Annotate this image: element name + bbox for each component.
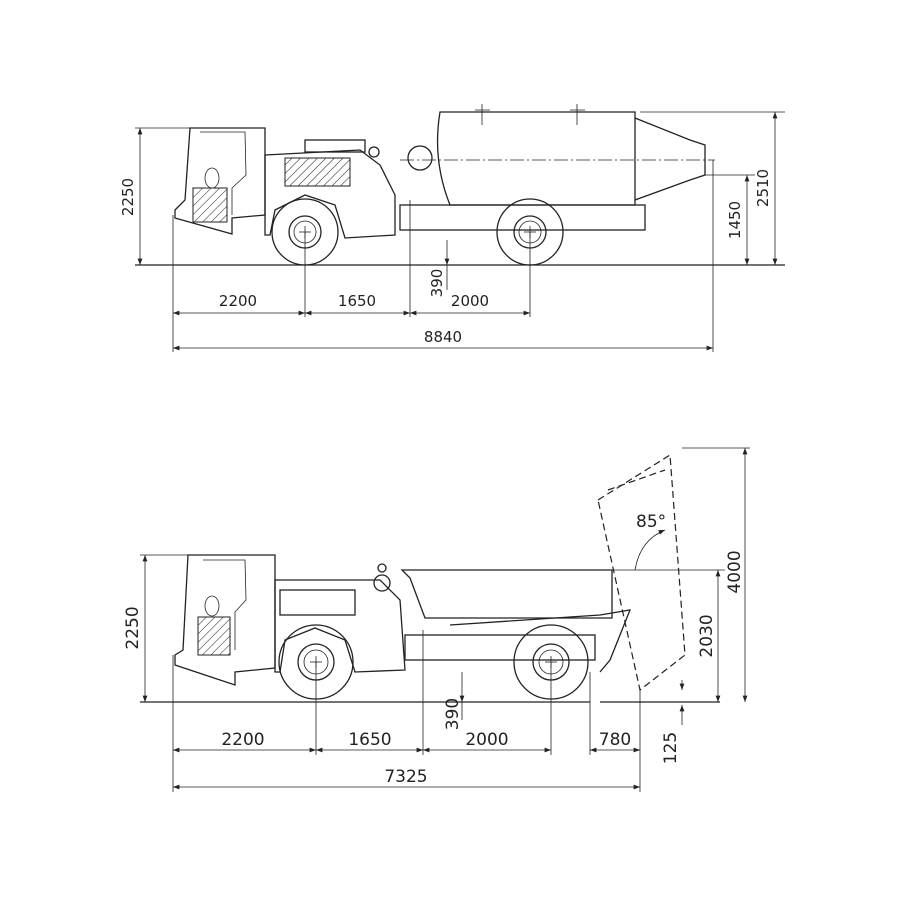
dumper-vehicle-drawing: 85° [140,447,750,703]
engine-grille [284,157,351,187]
dim-front-overhang: 2200 [219,292,257,310]
dim-hinge-to-rear: 2000 [451,292,489,310]
dim-tail-clearance: 125 [661,732,681,764]
dim-overall-length: 7325 [384,767,427,787]
dim-front-to-hinge: 1650 [348,730,391,750]
tanker-vehicle-drawing [135,104,785,266]
dump-body [400,569,613,619]
grille [197,616,231,656]
dim-front-overhang: 2200 [221,730,264,750]
dim-axis-height: 1450 [726,201,744,239]
tip-angle-label: 85° [636,512,666,532]
tanker-dimensions: 2200 1650 2000 8840 2250 2510 1450 390 [119,111,785,352]
mixer-tank [436,111,636,206]
tank-cone [634,117,706,201]
grille [192,187,228,223]
engine-housing [264,149,396,239]
dim-clearance: 390 [443,698,463,730]
tipping-arm [449,609,632,673]
dim-tipped-height: 4000 [725,550,745,593]
dim-front-to-hinge: 1650 [338,292,376,310]
dim-cab-height: 2250 [119,178,137,216]
dim-clearance: 390 [428,269,446,298]
dim-overall-length: 8840 [424,328,462,346]
tipped-body-outline [597,453,686,692]
dim-cab-height: 2250 [123,606,143,649]
dumper-dimensions: 2200 1650 2000 780 7325 2250 4000 2030 1… [123,448,748,792]
dim-total-height: 2510 [754,169,772,207]
dim-body-height: 2030 [697,614,717,657]
engine-housing [274,579,406,673]
dim-hinge-to-rear: 2000 [465,730,508,750]
rear-chassis [404,634,596,661]
dim-rear-overhang: 780 [599,730,631,750]
